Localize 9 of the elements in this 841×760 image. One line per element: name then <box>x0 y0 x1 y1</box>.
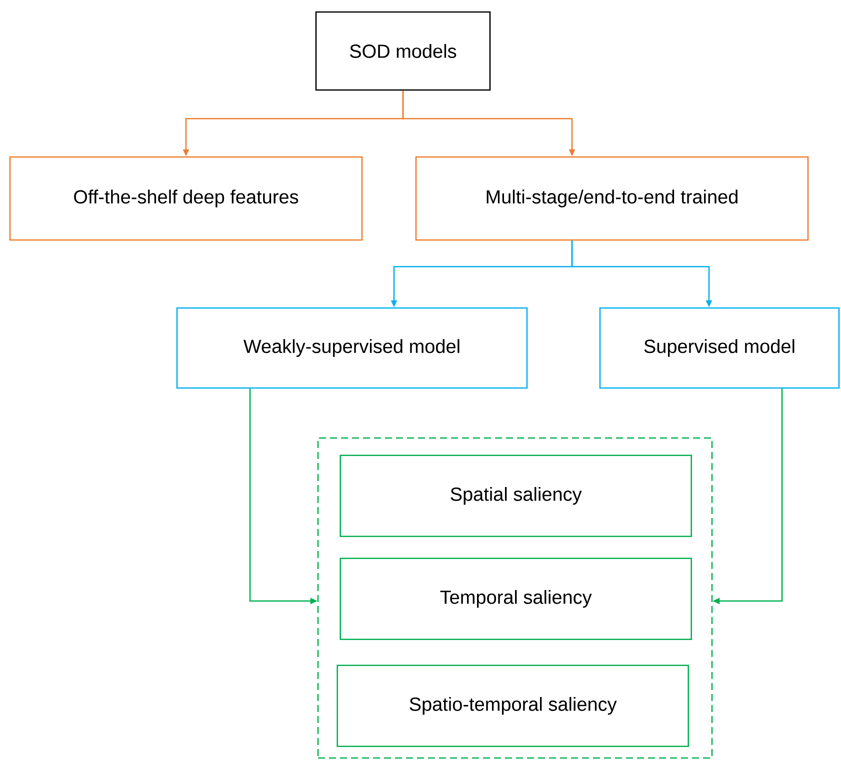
process-box: Spatio-temporal saliency <box>336 664 689 747</box>
process-box: Multi-stage/end-to-end trained <box>415 156 809 241</box>
process-box: Weakly-supervised model <box>176 307 528 389</box>
process-box: Spatial saliency <box>340 454 692 537</box>
process-box: Off-the-shelf deep features <box>9 156 363 241</box>
process-box: Temporal saliency <box>340 558 692 640</box>
process-box: Supervised model <box>599 307 840 389</box>
process-box: SOD models <box>315 11 491 91</box>
group-box <box>317 437 713 759</box>
